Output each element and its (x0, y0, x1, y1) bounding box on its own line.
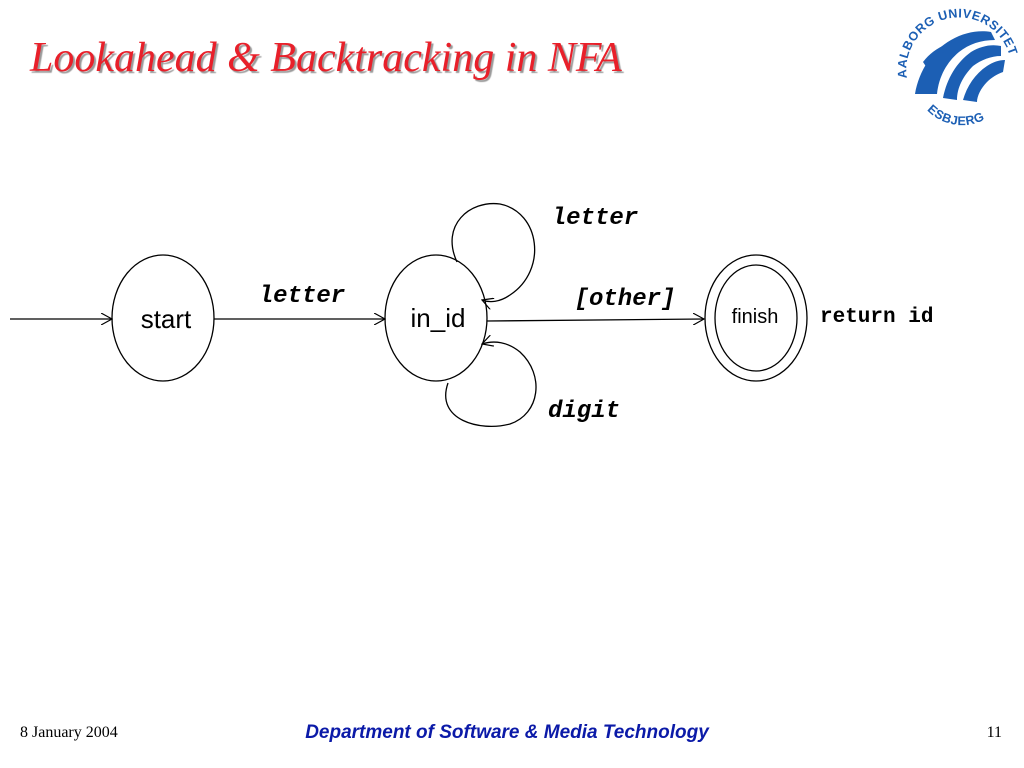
transition-in-id-finish-label: [other] (575, 286, 676, 313)
footer-date: 8 January 2004 (20, 724, 118, 741)
transition-loop-letter-label: letter (552, 205, 638, 232)
transition-start-in-id-label: letter (259, 283, 345, 310)
transition-loop-letter (451, 202, 536, 302)
slide-title: Lookahead & Backtracking in NFA (30, 35, 622, 81)
logo-emblem-icon (915, 31, 1005, 102)
university-logo: AALBORG UNIVERSITET ESBJERG (895, 6, 1020, 128)
transition-loop-digit-label: digit (548, 398, 620, 425)
footer-department: Department of Software & Media Technolog… (305, 722, 709, 743)
transition-loop-digit (445, 342, 537, 427)
state-in-id: in_id (384, 254, 488, 382)
state-start: start (111, 254, 215, 382)
state-in-id-label: in_id (411, 303, 466, 333)
footer-page-number: 11 (986, 724, 1002, 741)
finish-action-label: return id (820, 306, 933, 329)
state-start-label: start (141, 304, 192, 334)
state-finish-label: finish (732, 306, 779, 328)
transition-in-id-finish (486, 319, 704, 321)
state-finish: finish (704, 254, 808, 382)
